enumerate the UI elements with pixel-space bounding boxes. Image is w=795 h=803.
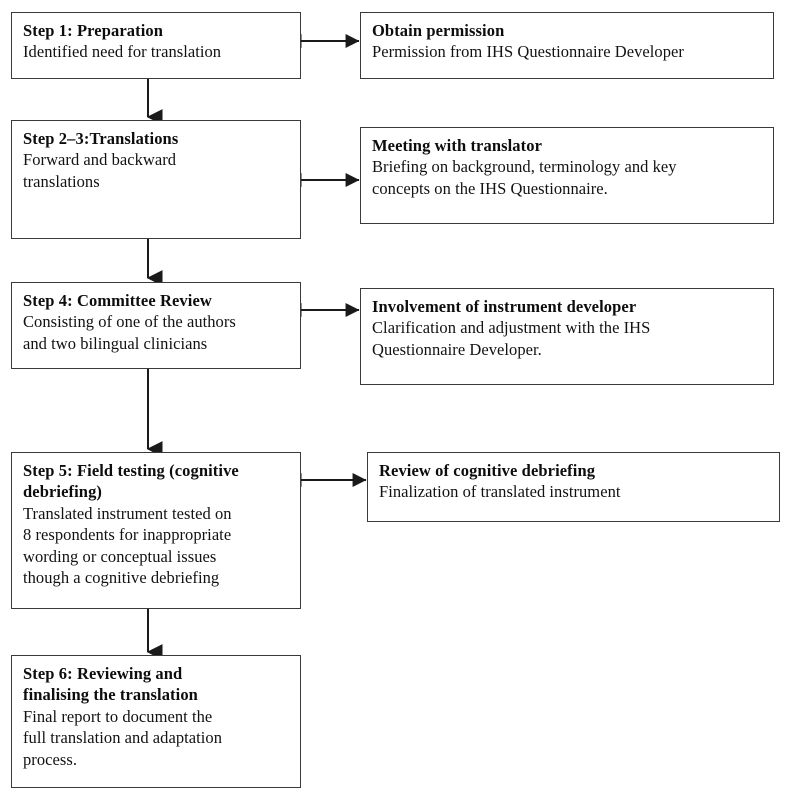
note-box-review[interactable]: Review of cognitive debriefing Finalizat… (367, 452, 780, 522)
note-box-meeting-body: Briefing on background, terminology and … (372, 157, 677, 198)
note-box-permission-body: Permission from IHS Questionnaire Develo… (372, 42, 684, 62)
step-box-2-3-title: Step 2–3:Translations (23, 129, 179, 148)
note-box-meeting[interactable]: Meeting with translator Briefing on back… (360, 127, 774, 224)
note-box-involvement-title: Involvement of instrument developer (372, 297, 637, 316)
note-box-permission-title: Obtain permission (372, 21, 505, 40)
step-box-5-body: Translated instrument tested on 8 respon… (23, 503, 232, 588)
step-box-1-title: Step 1: Preparation (23, 21, 163, 40)
step-box-6[interactable]: Step 6: Reviewing and finalising the tra… (11, 655, 301, 788)
note-box-review-title: Review of cognitive debriefing (379, 461, 596, 480)
step-box-2-3[interactable]: Step 2–3:Translations Forward and backwa… (11, 120, 301, 239)
step-box-5-title: Step 5: Field testing (cognitive debrief… (23, 461, 239, 502)
note-box-meeting-title: Meeting with translator (372, 136, 543, 155)
note-box-involvement[interactable]: Involvement of instrument developer Clar… (360, 288, 774, 385)
step-box-2-3-body: Forward and backward translations (23, 150, 177, 191)
step-box-6-body: Final report to document the full transl… (23, 706, 223, 769)
step-box-4-body: Consisting of one of the authors and two… (23, 312, 236, 353)
note-box-permission[interactable]: Obtain permission Permission from IHS Qu… (360, 12, 774, 79)
step-box-4[interactable]: Step 4: Committee Review Consisting of o… (11, 282, 301, 369)
step-box-5[interactable]: Step 5: Field testing (cognitive debrief… (11, 452, 301, 609)
note-box-review-body: Finalization of translated instrument (379, 482, 621, 502)
step-box-6-title: Step 6: Reviewing and finalising the tra… (23, 664, 198, 705)
note-box-involvement-body: Clarification and adjustment with the IH… (372, 318, 651, 359)
step-box-1-body: Identified need for translation (23, 42, 222, 62)
step-box-4-title: Step 4: Committee Review (23, 291, 212, 310)
step-box-1[interactable]: Step 1: Preparation Identified need for … (11, 12, 301, 79)
